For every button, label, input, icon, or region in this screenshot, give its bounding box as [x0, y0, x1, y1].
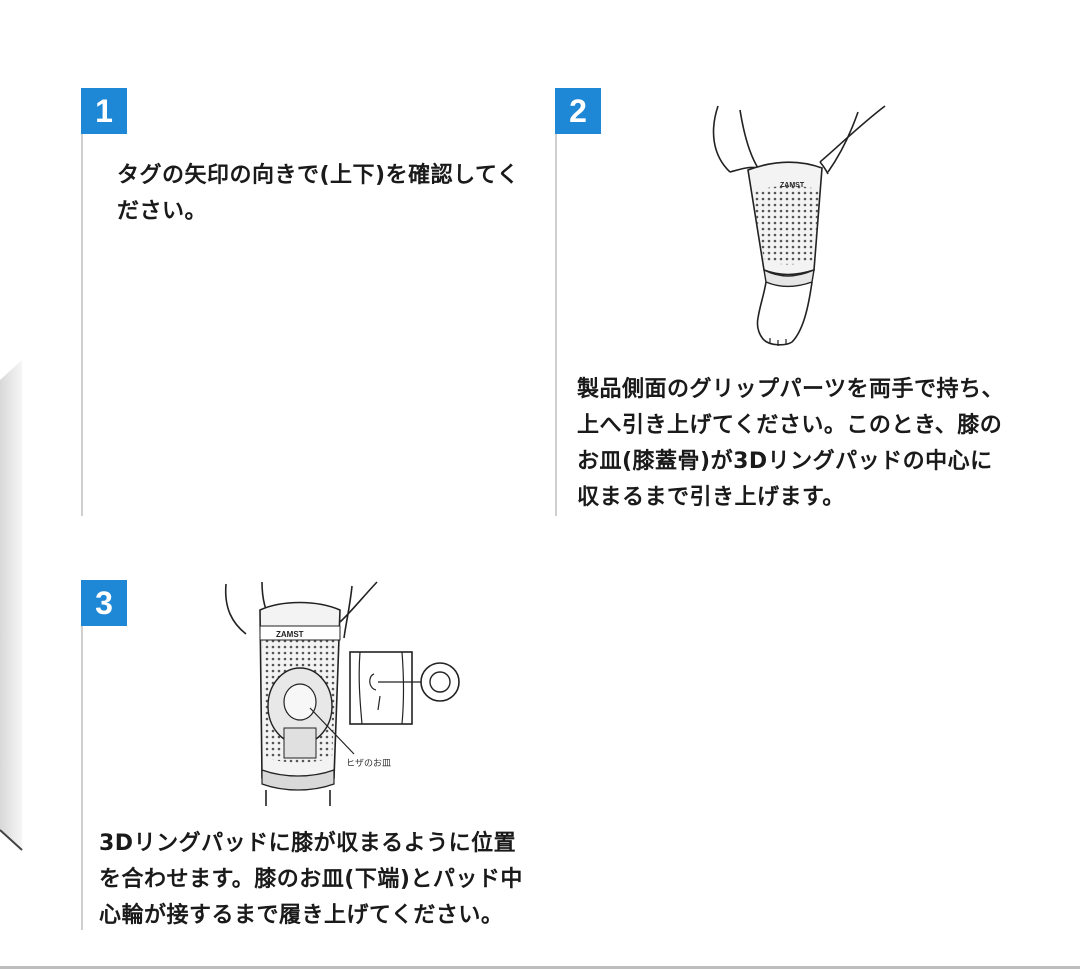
step-number-badge: 1 — [81, 88, 127, 134]
step-divider — [555, 134, 557, 516]
step-divider — [81, 134, 83, 516]
brand-logo: ZAMST — [780, 182, 805, 189]
instruction-line: お皿(膝蓋骨)が3Dリングパッドの中心に — [577, 449, 993, 474]
bottom-border — [0, 966, 1080, 969]
instruction-line: 心輪が接するまで履き上げてください。 — [99, 903, 504, 928]
instruction-line: を合わせます。膝のお皿(下端)とパッド中 — [99, 867, 523, 892]
instruction-line: 3Dリングパッドに膝が収まるように位置 — [99, 831, 517, 856]
brand-logo: ZAMST — [276, 630, 304, 639]
instruction-line: 収まるまで引き上げます。 — [577, 485, 845, 510]
instruction-line: 製品側面のグリップパーツを両手で持ち、 — [577, 377, 1005, 402]
step-number-badge: 3 — [81, 580, 127, 626]
instruction-line: タグの矢印の向きで(上下)を確認してく — [117, 163, 520, 188]
step-number-badge: 2 — [555, 88, 601, 134]
kneecap-callout-label: ヒザのお皿 — [346, 758, 391, 769]
instruction-line: ださい。 — [117, 199, 208, 224]
step-divider — [81, 626, 83, 930]
step-instruction: 製品側面のグリップパーツを両手で持ち、 上へ引き上げてください。このとき、膝の … — [577, 372, 1004, 516]
knee-sleeve-illustration: ZAMST ヒザのお皿 — [224, 581, 460, 806]
instruction-line: 上へ引き上げてください。このとき、膝の — [577, 413, 1003, 438]
step-instruction: 3Dリングパッドに膝が収まるように位置 を合わせます。膝のお皿(下端)とパッド中… — [99, 826, 523, 934]
left-edge-shade — [0, 360, 23, 851]
step-instruction: タグの矢印の向きで(上下)を確認してく ださい。 — [117, 158, 519, 230]
leg-sleeve-illustration: ZAMST — [712, 105, 886, 346]
